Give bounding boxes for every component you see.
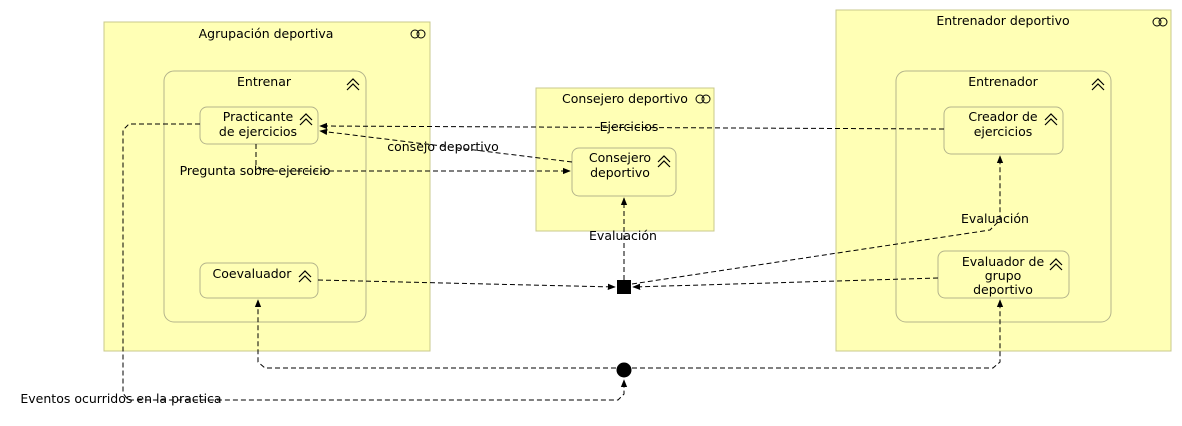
node-evaluador-line3: deportivo (973, 282, 1033, 297)
or-junction (616, 362, 632, 378)
and-junction (617, 280, 631, 294)
node-evaluador-line2: grupo (985, 268, 1022, 283)
flow-pregunta[interactable] (255, 144, 571, 175)
node-practicante[interactable]: Practicante de ejercicios (199, 106, 319, 145)
container-entrenador-deportivo-title: Entrenador deportivo (936, 13, 1069, 28)
node-coevaluador-label: Coevaluador (213, 266, 293, 281)
node-evaluador-line1: Evaluador de (962, 254, 1045, 269)
flow-or-evaluador[interactable] (632, 299, 1004, 369)
node-creador-ejercicios[interactable]: Creador de ejercicios (943, 106, 1064, 155)
flow-ejercicios[interactable] (319, 122, 945, 130)
flow-or-coevaluador[interactable] (254, 299, 616, 369)
node-coevaluador[interactable]: Coevaluador (199, 262, 319, 299)
label-eventos-ocurridos: Eventos ocurridos en la practica (20, 391, 221, 406)
node-practicante-line2: de ejercicios (219, 124, 297, 139)
flow-consejo-deportivo[interactable] (319, 128, 573, 163)
label-ejercicios: Ejercicios (600, 119, 659, 134)
label-evaluacion-right: Evaluación (961, 211, 1029, 226)
flow-eventos[interactable] (122, 123, 628, 401)
label-evaluacion-left: Evaluación (589, 228, 657, 243)
flow-evaluacion-creador[interactable] (631, 155, 1004, 285)
node-consejero-deportivo[interactable]: Consejero deportivo (571, 147, 677, 197)
node-consejero-line1: Consejero (589, 150, 651, 165)
node-creador-line2: ejercicios (974, 124, 1033, 139)
node-creador-line1: Creador de (968, 109, 1038, 124)
node-evaluador-grupo[interactable]: Evaluador de grupo deportivo (937, 250, 1070, 299)
node-consejero-line2: deportivo (590, 165, 650, 180)
label-pregunta-sobre-ejercicio: Pregunta sobre ejercicio (180, 163, 331, 178)
container-entrenar-title: Entrenar (237, 74, 292, 89)
node-practicante-line1: Practicante (223, 109, 294, 124)
container-consejero-title: Consejero deportivo (562, 91, 688, 106)
flow-coevaluador-junction[interactable] (317, 279, 616, 291)
label-consejo-deportivo: consejo deportivo (387, 139, 499, 154)
container-entrenador-title: Entrenador (968, 74, 1038, 89)
flow-evaluador-junction[interactable] (632, 277, 939, 290)
container-agrupacion-title: Agrupación deportiva (199, 26, 334, 41)
